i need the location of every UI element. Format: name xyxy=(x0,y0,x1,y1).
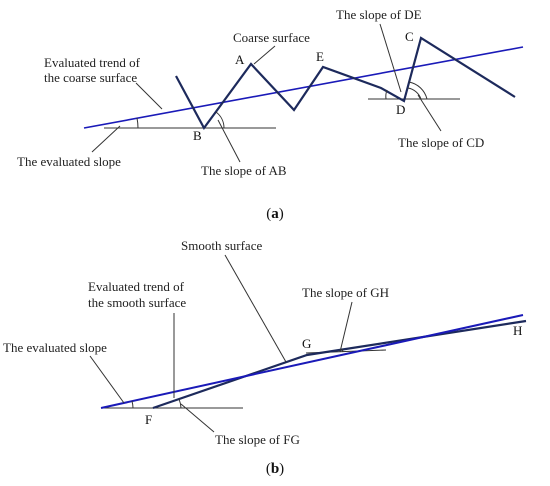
label-slope-de: The slope of DE xyxy=(336,7,422,22)
trend-line-a xyxy=(83,46,524,129)
label-trend-a-line1: Evaluated trend of xyxy=(44,55,141,70)
label-trend-a-line2: the coarse surface xyxy=(44,70,137,85)
point-label-c: C xyxy=(405,29,414,44)
caption-b: (b) xyxy=(266,461,284,477)
leader-slope-cd xyxy=(417,94,442,132)
point-label-a: A xyxy=(235,52,245,67)
slope-ab-arc xyxy=(215,111,225,129)
caption-a: (a) xyxy=(266,206,284,222)
slope-cd-arc xyxy=(408,81,428,100)
leader-coarse-surface xyxy=(253,45,276,65)
leader-slope-gh xyxy=(339,301,353,353)
point-label-d: D xyxy=(396,102,405,117)
label-coarse-surface: Coarse surface xyxy=(233,30,310,45)
label-trend-b-line2: the smooth surface xyxy=(88,295,186,310)
panel-b: F G H Smooth surface Evaluated trend of … xyxy=(3,238,527,477)
point-label-g: G xyxy=(302,336,311,351)
label-slope-gh: The slope of GH xyxy=(302,285,389,300)
point-label-h: H xyxy=(513,323,522,338)
leader-slope-fg xyxy=(180,403,215,433)
coarse-profile xyxy=(175,36,516,131)
slope-cd-arc-inner xyxy=(407,87,422,100)
leader-smooth-surface xyxy=(224,254,287,363)
label-evaluated-slope-b: The evaluated slope xyxy=(3,340,107,355)
slope-de-arc xyxy=(385,89,388,100)
label-slope-cd: The slope of CD xyxy=(398,135,484,150)
evaluated-slope-arc-b xyxy=(131,400,134,409)
label-evaluated-slope-a: The evaluated slope xyxy=(17,154,121,169)
leader-slope-de xyxy=(379,23,402,93)
point-label-b: B xyxy=(193,128,202,143)
label-trend-b-line1: Evaluated trend of xyxy=(88,279,185,294)
trend-line-b xyxy=(100,314,524,409)
label-slope-ab: The slope of AB xyxy=(201,163,287,178)
evaluated-slope-arc-a xyxy=(136,117,139,129)
leader-evaluated-slope-a xyxy=(91,125,121,153)
smooth-profile xyxy=(152,319,527,410)
point-label-e: E xyxy=(316,49,324,64)
label-smooth-surface: Smooth surface xyxy=(181,238,262,253)
panel-a: A B C D E Coarse surface Evaluated trend… xyxy=(17,7,524,222)
leader-slope-ab xyxy=(217,119,241,163)
point-label-f: F xyxy=(145,412,152,427)
slope-fg-arc xyxy=(178,398,182,409)
slope-gh-arc xyxy=(341,348,344,353)
label-slope-fg: The slope of FG xyxy=(215,432,300,447)
leader-evaluated-slope-b xyxy=(89,355,125,404)
leader-trend-a xyxy=(135,82,163,110)
